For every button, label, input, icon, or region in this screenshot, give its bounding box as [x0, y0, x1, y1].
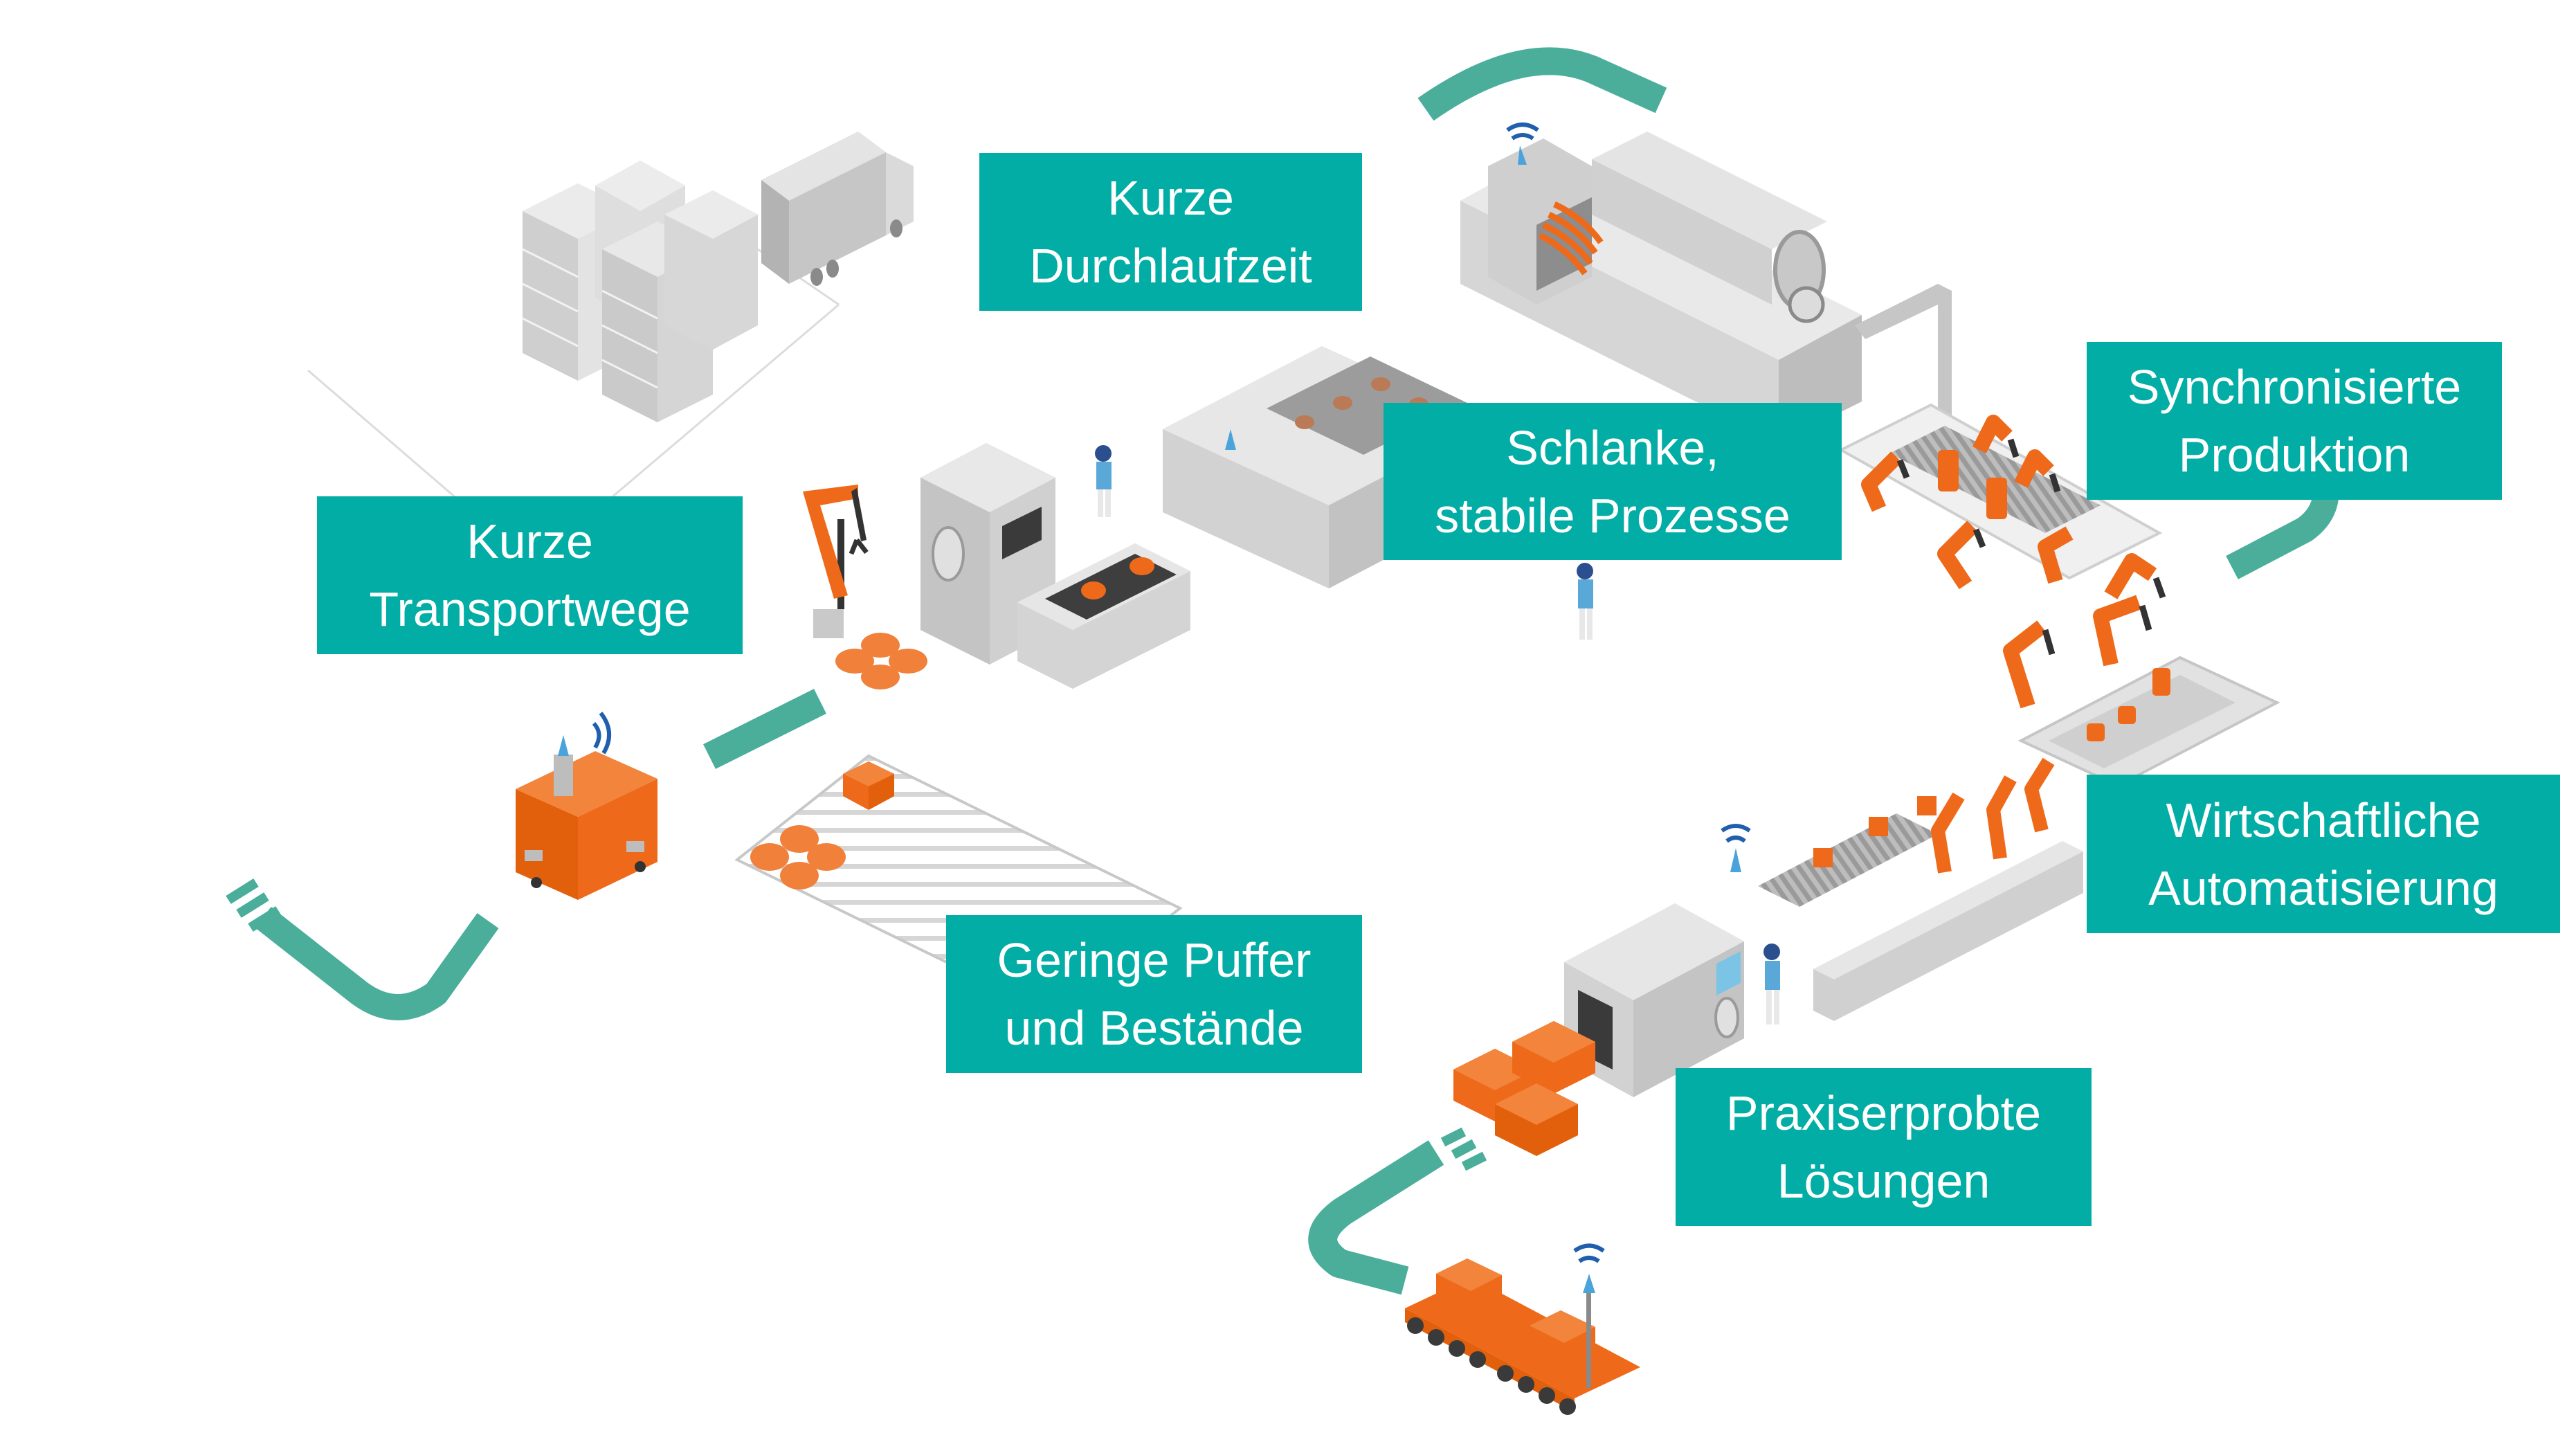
wifi-icon: [1721, 824, 1751, 843]
label-kurze-durchlaufzeit: Kurze Durchlaufzeit: [979, 153, 1362, 311]
path-segment-top: [1417, 47, 1667, 121]
label-geringe-puffer-und-bestaende: Geringe Puffer und Bestände: [946, 915, 1362, 1073]
beacon-icon: [1730, 848, 1741, 872]
label-line: Produktion: [2178, 428, 2411, 482]
path-segment-bottom-left: [255, 907, 499, 1020]
path-dashes-bottom-left: [226, 878, 281, 932]
buffer-discs: [750, 825, 846, 890]
label-line: Geringe Puffer: [997, 933, 1312, 987]
wifi-icon: [592, 712, 612, 755]
input-discs: [835, 633, 927, 689]
label-line: Schlanke,: [1506, 420, 1719, 475]
agv-robot: [516, 712, 657, 900]
flow-path-arrows: [226, 47, 2339, 1295]
label-line: Synchronisierte: [2127, 360, 2462, 414]
press-machine: [1460, 123, 1952, 443]
path-segment-agv: [703, 689, 826, 769]
beacon-icon: [1583, 1274, 1595, 1293]
delivery-truck: [761, 132, 914, 286]
assembly-line: [1758, 595, 2280, 1021]
beacon-icon: [558, 735, 569, 756]
robot-arm: [803, 485, 869, 638]
label-line: Durchlaufzeit: [1029, 239, 1312, 293]
finished-boxes: [1453, 1021, 1595, 1156]
packaging-machine: [1564, 824, 1751, 1097]
label-wirtschaftliche-automatisierung: Wirtschaftliche Automatisierung: [2087, 775, 2560, 933]
robot-cell-conveyor: [1838, 403, 2166, 599]
label-line: Praxiserprobte: [1725, 1086, 2042, 1140]
wifi-icon: [1506, 123, 1539, 141]
label-line: stabile Prozesse: [1435, 488, 1790, 543]
worker: [1577, 563, 1593, 640]
label-line: Wirtschaftliche: [2166, 793, 2481, 847]
path-segment-bottom: [1308, 1140, 1444, 1295]
beacon-icon: [1518, 145, 1527, 165]
label-line: Transportwege: [369, 582, 691, 636]
label-line: Kurze: [466, 514, 593, 568]
label-praxiserprobte-loesungen: Praxiserprobte Lösungen: [1676, 1068, 2092, 1226]
transport-train: [1405, 1243, 1640, 1415]
label-line: Automatisierung: [2148, 860, 2498, 915]
worker: [1763, 944, 1780, 1025]
path-dashes-bottom: [1440, 1127, 1487, 1171]
heating-coils: [1538, 201, 1604, 276]
label-line: Kurze: [1107, 171, 1234, 225]
label-schlanke-stabile-prozesse: Schlanke, stabile Prozesse: [1384, 403, 1842, 560]
label-line: und Bestände: [1004, 1001, 1304, 1055]
worker: [1095, 445, 1112, 517]
label-line: Lösungen: [1777, 1154, 1990, 1208]
beacon-icon: [1225, 429, 1236, 450]
label-kurze-transportwege: Kurze Transportwege: [317, 496, 743, 654]
conveyor-machine: [1017, 543, 1190, 689]
warehouse-stacks: [522, 161, 758, 422]
buffer-box: [843, 761, 894, 810]
label-synchronisierte-produktion: Synchronisierte Produktion: [2087, 342, 2502, 500]
wifi-icon: [1573, 1243, 1605, 1263]
